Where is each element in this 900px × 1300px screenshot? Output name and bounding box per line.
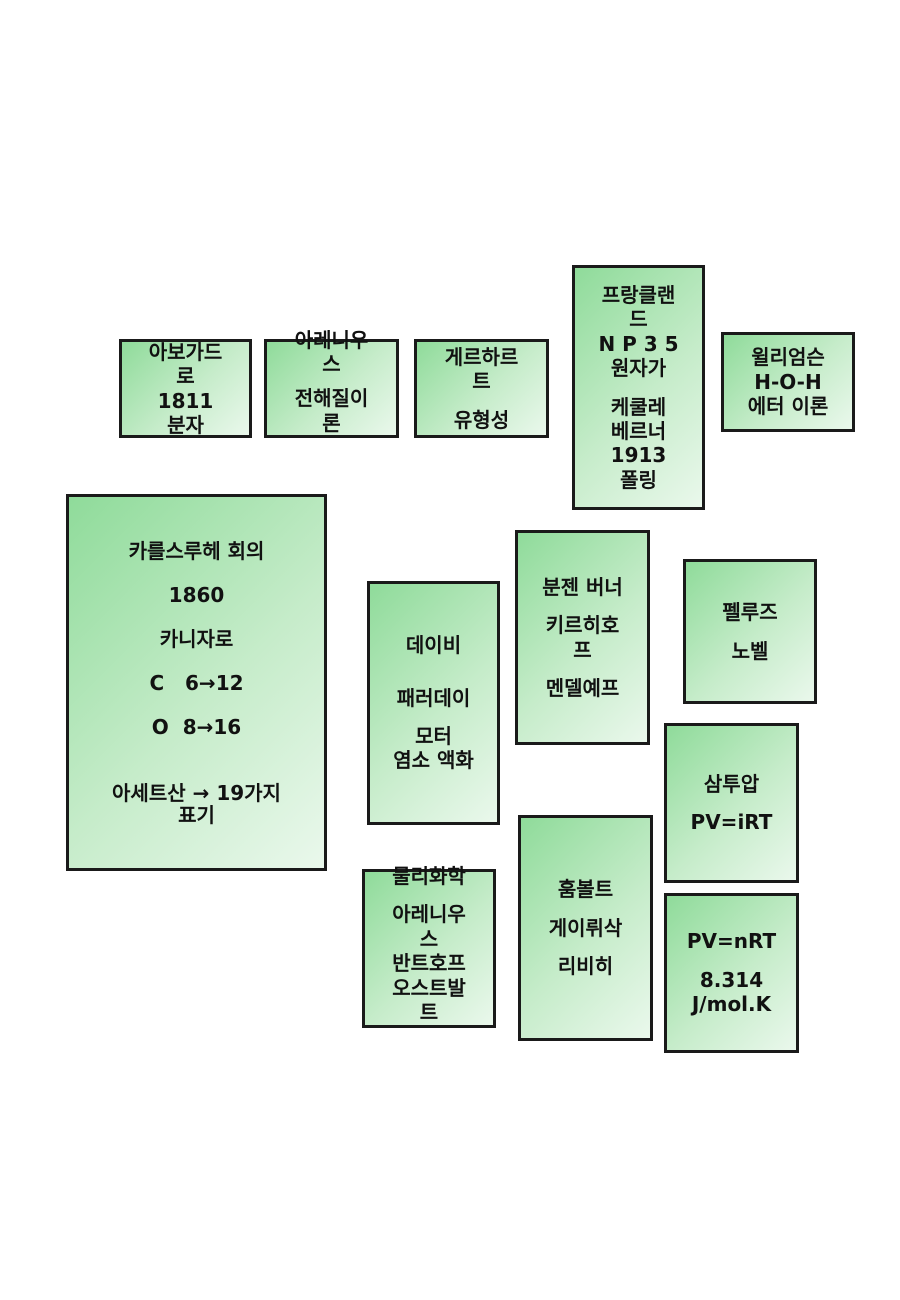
box-line: 분자	[167, 412, 204, 437]
box-line: 윌리엄슨	[751, 345, 825, 370]
box-line: 폴링	[620, 467, 657, 492]
box-line: 아보가드	[148, 339, 223, 364]
box-frankland: 프랑클랜 드 N P 3 5 원자가 케쿨레 베르너 1913 폴링	[572, 265, 705, 510]
box-line: 트	[419, 999, 439, 1024]
box-line: C 6→12	[149, 670, 244, 695]
box-physical-chemistry: 물리화학 아레니우 스 반트호프 오스트발 트	[362, 864, 496, 1028]
box-pelouze: 펠루즈 노벨	[683, 559, 817, 704]
box-line: 리비히	[557, 954, 614, 979]
box-line: 8.314	[699, 967, 764, 992]
box-line: 베르너	[610, 418, 667, 443]
box-line: 삼투압	[703, 771, 760, 796]
box-line: 케쿨레	[610, 394, 667, 419]
box-line: 표기	[178, 802, 215, 827]
box-line: 멘델예프	[545, 675, 620, 700]
box-line: 훔볼트	[557, 877, 614, 902]
box-line: 아레니우	[294, 328, 369, 352]
box-line: 패러데이	[396, 685, 471, 710]
box-arrhenius-electrolyte: 아레니우 스 전해질이 론	[264, 328, 399, 438]
box-line: 에터 이론	[747, 394, 829, 419]
box-karlsruhe: 카를스루헤 회의 1860 카니자로 C 6→12 O 8→16 아세트산 → …	[66, 494, 327, 871]
box-line: 반트호프	[392, 951, 466, 976]
box-line: 아레니우	[392, 902, 466, 927]
box-line: 론	[322, 410, 341, 435]
box-humboldt: 훔볼트 게이뤼삭 리비히	[518, 815, 653, 1041]
box-line: 스	[419, 926, 439, 951]
box-line: 물리화학	[392, 864, 466, 888]
box-line: 분젠 버너	[542, 574, 623, 599]
box-line: 스	[322, 352, 341, 377]
box-line: PV=nRT	[686, 929, 777, 954]
box-line: 로	[176, 364, 195, 389]
box-osmotic-pressure: 삼투압 PV=iRT	[664, 723, 799, 883]
box-line: 게이뤼삭	[548, 915, 623, 940]
box-line: PV=iRT	[690, 810, 773, 834]
box-line: O 8→16	[151, 714, 242, 739]
box-ideal-gas: PV=nRT 8.314 J/mol.K	[664, 893, 799, 1053]
box-line: 펠루즈	[722, 600, 778, 625]
box-line: N P 3 5	[598, 331, 679, 356]
box-line: H-O-H	[754, 369, 822, 394]
box-line: 1811	[157, 388, 214, 413]
box-line: 유형성	[453, 407, 510, 432]
box-line: 1913	[610, 443, 667, 468]
box-line: 게르하르	[444, 344, 519, 369]
box-line: 노벨	[731, 638, 769, 663]
box-line: 염소 액화	[393, 748, 474, 773]
box-line: J/mol.K	[691, 992, 772, 1017]
box-line: 모터	[415, 724, 452, 748]
box-line: 트	[472, 369, 491, 394]
box-davy: 데이비 패러데이 모터 염소 액화	[367, 581, 500, 825]
box-line: 아세트산 → 19가지	[112, 780, 281, 805]
box-line: 프	[573, 637, 592, 662]
box-line: 1860	[168, 582, 225, 607]
box-gerhardt: 게르하르 트 유형성	[414, 339, 549, 438]
box-line: 오스트발	[392, 975, 466, 1000]
box-line: 카니자로	[159, 626, 234, 651]
box-line: 카를스루헤 회의	[128, 538, 265, 563]
box-williamson: 윌리엄슨 H-O-H 에터 이론	[721, 332, 855, 432]
box-line: 원자가	[610, 356, 667, 381]
box-line: 드	[629, 307, 648, 332]
box-line: 데이비	[405, 633, 462, 658]
box-line: 프랑클랜	[601, 282, 676, 307]
box-avogadro: 아보가드 로 1811 분자	[119, 339, 252, 438]
box-bunsen: 분젠 버너 키르히호 프 멘델예프	[515, 530, 650, 745]
box-line: 키르히호	[545, 613, 620, 638]
box-line: 전해질이	[294, 386, 369, 411]
